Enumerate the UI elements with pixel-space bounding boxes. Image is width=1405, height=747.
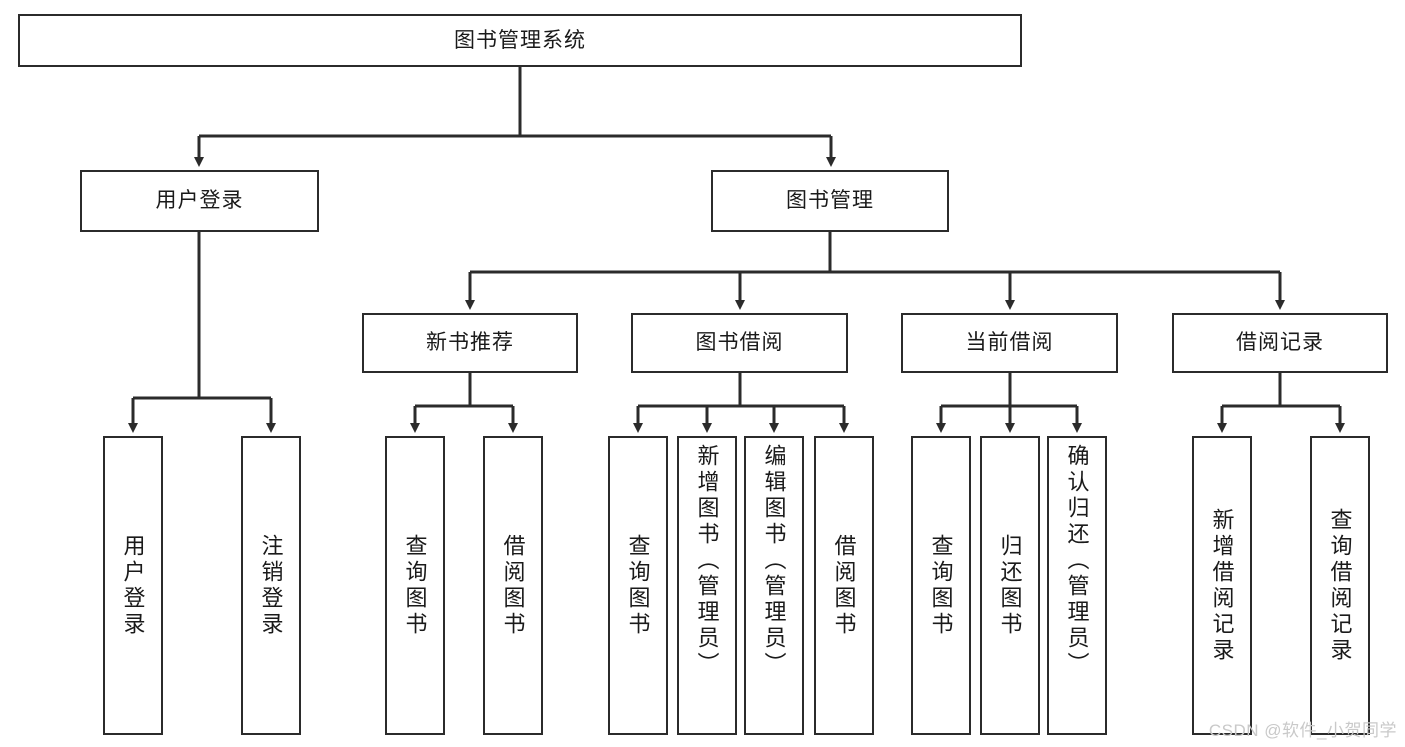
leaf-add-borrow-record[interactable]: 新增借阅记录 (1192, 436, 1252, 735)
node-label: 借阅图书 (500, 533, 526, 638)
node-label: 查询借阅记录 (1327, 507, 1353, 664)
node-label: 图书管理系统 (454, 28, 586, 52)
node-label: 图书借阅 (695, 331, 784, 355)
node-borrow-records[interactable]: 借阅记录 (1172, 313, 1388, 373)
leaf-user-logout[interactable]: 注销登录 (241, 436, 301, 735)
node-current-borrow[interactable]: 当前借阅 (901, 313, 1118, 373)
node-label: 归还图书 (997, 533, 1023, 638)
leaf-borrow-book[interactable]: 借阅图书 (814, 436, 874, 735)
node-label: 用户登录 (120, 533, 146, 638)
node-label: 查询图书 (625, 533, 651, 638)
node-new-book-recommend[interactable]: 新书推荐 (362, 313, 578, 373)
leaf-borrow-book-new[interactable]: 借阅图书 (483, 436, 543, 735)
node-label: 确认归还（管理员） (1064, 444, 1090, 678)
node-label: 注销登录 (258, 533, 284, 638)
node-label: 新增借阅记录 (1209, 507, 1235, 664)
node-label: 当前借阅 (965, 331, 1054, 355)
node-label: 新增图书（管理员） (694, 444, 720, 678)
node-user-login[interactable]: 用户登录 (80, 170, 319, 232)
leaf-query-borrow-record[interactable]: 查询借阅记录 (1310, 436, 1370, 735)
leaf-query-book-new[interactable]: 查询图书 (385, 436, 445, 735)
watermark: CSDN @软件_小贺同学 (1208, 721, 1397, 740)
leaf-confirm-return-admin[interactable]: 确认归还（管理员） (1047, 436, 1107, 735)
leaf-user-login[interactable]: 用户登录 (103, 436, 163, 735)
leaf-query-book-current[interactable]: 查询图书 (911, 436, 971, 735)
node-label: 借阅记录 (1236, 331, 1324, 355)
leaf-edit-book-admin[interactable]: 编辑图书（管理员） (744, 436, 804, 735)
node-label: 新书推荐 (426, 331, 514, 355)
node-root-system[interactable]: 图书管理系统 (18, 14, 1022, 67)
node-label: 查询图书 (928, 533, 954, 638)
node-label: 查询图书 (402, 533, 428, 638)
node-label: 借阅图书 (831, 533, 857, 638)
leaf-add-book-admin[interactable]: 新增图书（管理员） (677, 436, 737, 735)
leaf-return-book[interactable]: 归还图书 (980, 436, 1040, 735)
node-label: 编辑图书（管理员） (761, 444, 787, 678)
node-book-management[interactable]: 图书管理 (711, 170, 949, 232)
node-book-borrow[interactable]: 图书借阅 (631, 313, 848, 373)
leaf-query-book-borrow[interactable]: 查询图书 (608, 436, 668, 735)
node-label: 图书管理 (786, 189, 874, 213)
node-label: 用户登录 (155, 189, 244, 213)
